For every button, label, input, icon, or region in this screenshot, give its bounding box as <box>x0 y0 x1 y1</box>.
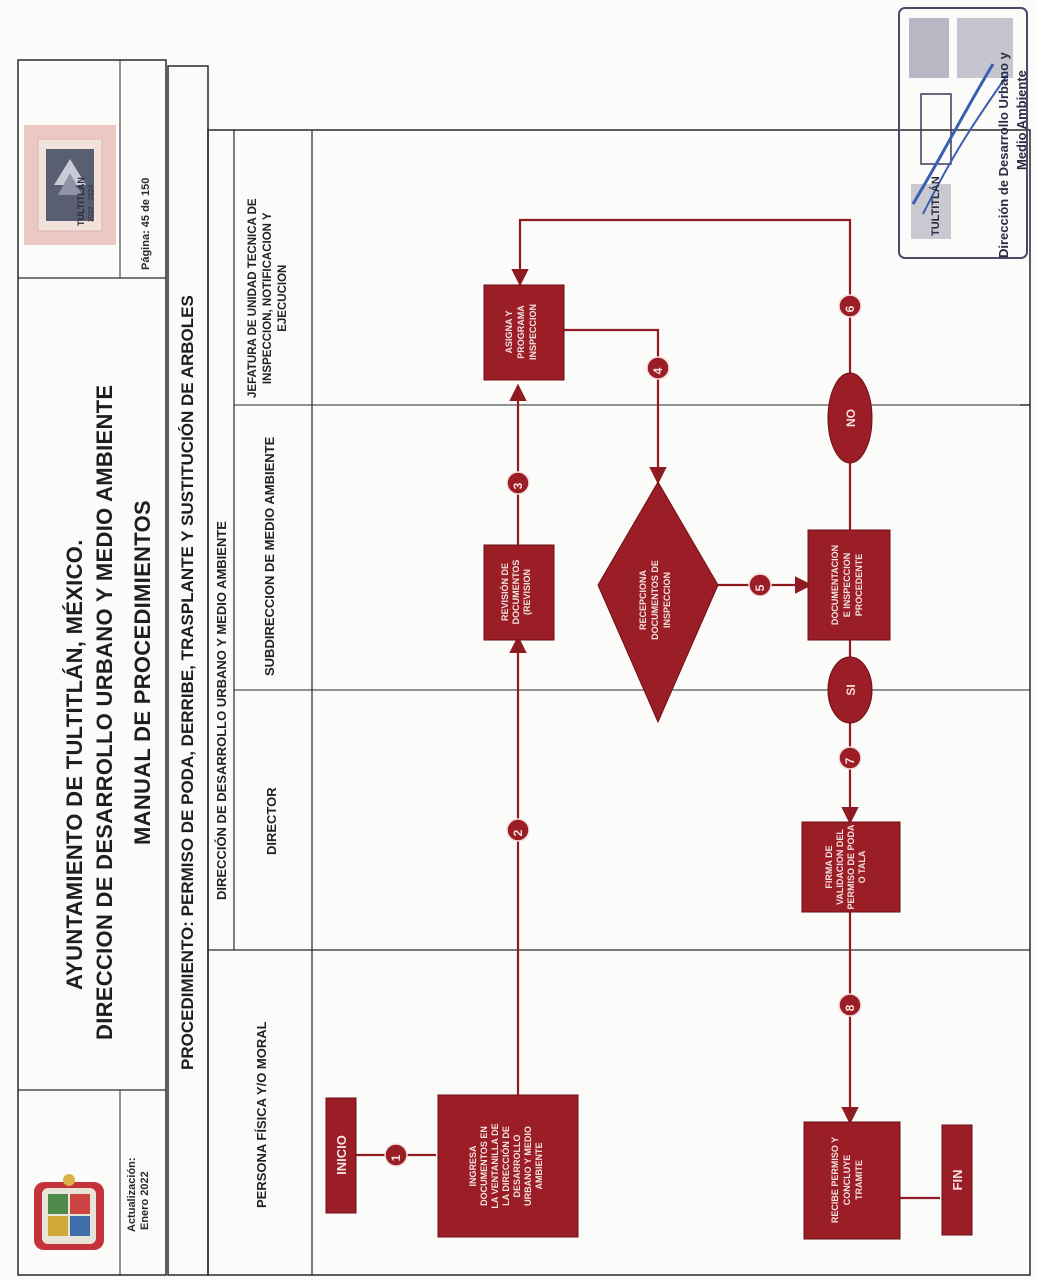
connector-6 <box>838 294 862 318</box>
asigna-line-2: PROGRAMA <box>516 305 526 359</box>
node-fin <box>941 1124 973 1236</box>
node-firma <box>801 821 901 913</box>
asigna-line-3: INSPECCION <box>528 304 538 360</box>
recepciona-line-3: INSPECCION <box>662 572 672 628</box>
recepciona-line-1: RECEPCIONA <box>638 570 648 631</box>
firma-line-2: VALIDACION DEL <box>835 829 845 905</box>
stamp-text-a: TULTITLÁN <box>930 176 942 236</box>
recibe-line-2: CONCLUYE <box>842 1155 852 1206</box>
node-inicio <box>325 1097 357 1214</box>
connector-6-label: 6 <box>843 305 857 312</box>
ingresa-line-1: INGRESA <box>468 1145 478 1187</box>
node-ingresa <box>437 1094 579 1238</box>
revision-line-2: DOCUMENTOS <box>511 560 521 625</box>
node-revision <box>483 544 555 641</box>
ingresa-line-6: URBANO Y MEDIO <box>523 1126 533 1206</box>
coat-of-arms-logo <box>34 1174 104 1250</box>
revision-line-1: REVISIÓN DE <box>499 563 510 621</box>
asigna-line-1: ASIGNA Y <box>504 310 514 353</box>
ingresa-line-4: LA DIRECCIÓN DE <box>500 1126 511 1206</box>
documentacion-line-1: DOCUMENTACION <box>830 545 840 625</box>
recepciona-line-2: DOCUMENTOS DE <box>650 560 660 640</box>
connector-1 <box>384 1143 408 1167</box>
fin-label: FIN <box>950 1170 965 1191</box>
documentacion-line-3: PROCEDENTE <box>854 554 864 617</box>
ingresa-line-3: LA VENTANILLA DE <box>490 1123 500 1208</box>
ingresa-line-7: AMBIENTE <box>534 1143 544 1190</box>
connector-8-label: 8 <box>843 1004 857 1011</box>
firma-line-3: PERMISO DE PODA <box>846 824 856 910</box>
connector-1-label: 1 <box>389 1154 403 1161</box>
edge-4 <box>520 328 667 485</box>
connector-3 <box>506 471 530 495</box>
firma-line-4: O TALA <box>857 850 867 883</box>
revision-line-3: (REVISION <box>522 569 532 615</box>
connector-7 <box>838 746 862 770</box>
node-recibe <box>803 1121 901 1240</box>
official-stamp <box>898 7 1028 259</box>
ingresa-line-5: DESARROLLO <box>512 1135 522 1198</box>
connector-5-label: 5 <box>753 584 767 591</box>
recibe-line-1: RECIBE PERMISO Y <box>830 1137 840 1223</box>
connector-2-label: 2 <box>511 829 525 836</box>
tultitlan-logo <box>24 125 116 245</box>
recibe-line-3: TRAMITE <box>854 1160 864 1200</box>
si-label: SI <box>844 684 858 695</box>
node-asigna <box>483 284 565 381</box>
edge-6 <box>511 218 852 375</box>
node-no <box>827 372 873 464</box>
connector-7-label: 7 <box>843 757 857 764</box>
ingresa-line-2: DOCUMENTOS EN <box>479 1126 489 1206</box>
node-recepciona <box>597 481 719 724</box>
connector-5 <box>748 573 772 597</box>
inicio-label: INICIO <box>334 1135 349 1175</box>
node-documentacion <box>807 529 891 641</box>
connector-4-label: 4 <box>651 367 665 374</box>
stamp-text-c: Medio Ambiente <box>1014 70 1029 170</box>
documentacion-line-2: E INSPECCION <box>842 553 852 618</box>
node-si <box>827 656 873 724</box>
firma-line-1: FIRMA DE <box>824 845 834 888</box>
no-label: NO <box>844 409 858 427</box>
connector-8 <box>838 993 862 1017</box>
connector-4 <box>646 356 670 380</box>
stamp-text-b: Dirección de Desarrollo Urbano y <box>996 52 1011 258</box>
connector-2 <box>506 818 530 842</box>
connector-3-label: 3 <box>511 482 525 489</box>
